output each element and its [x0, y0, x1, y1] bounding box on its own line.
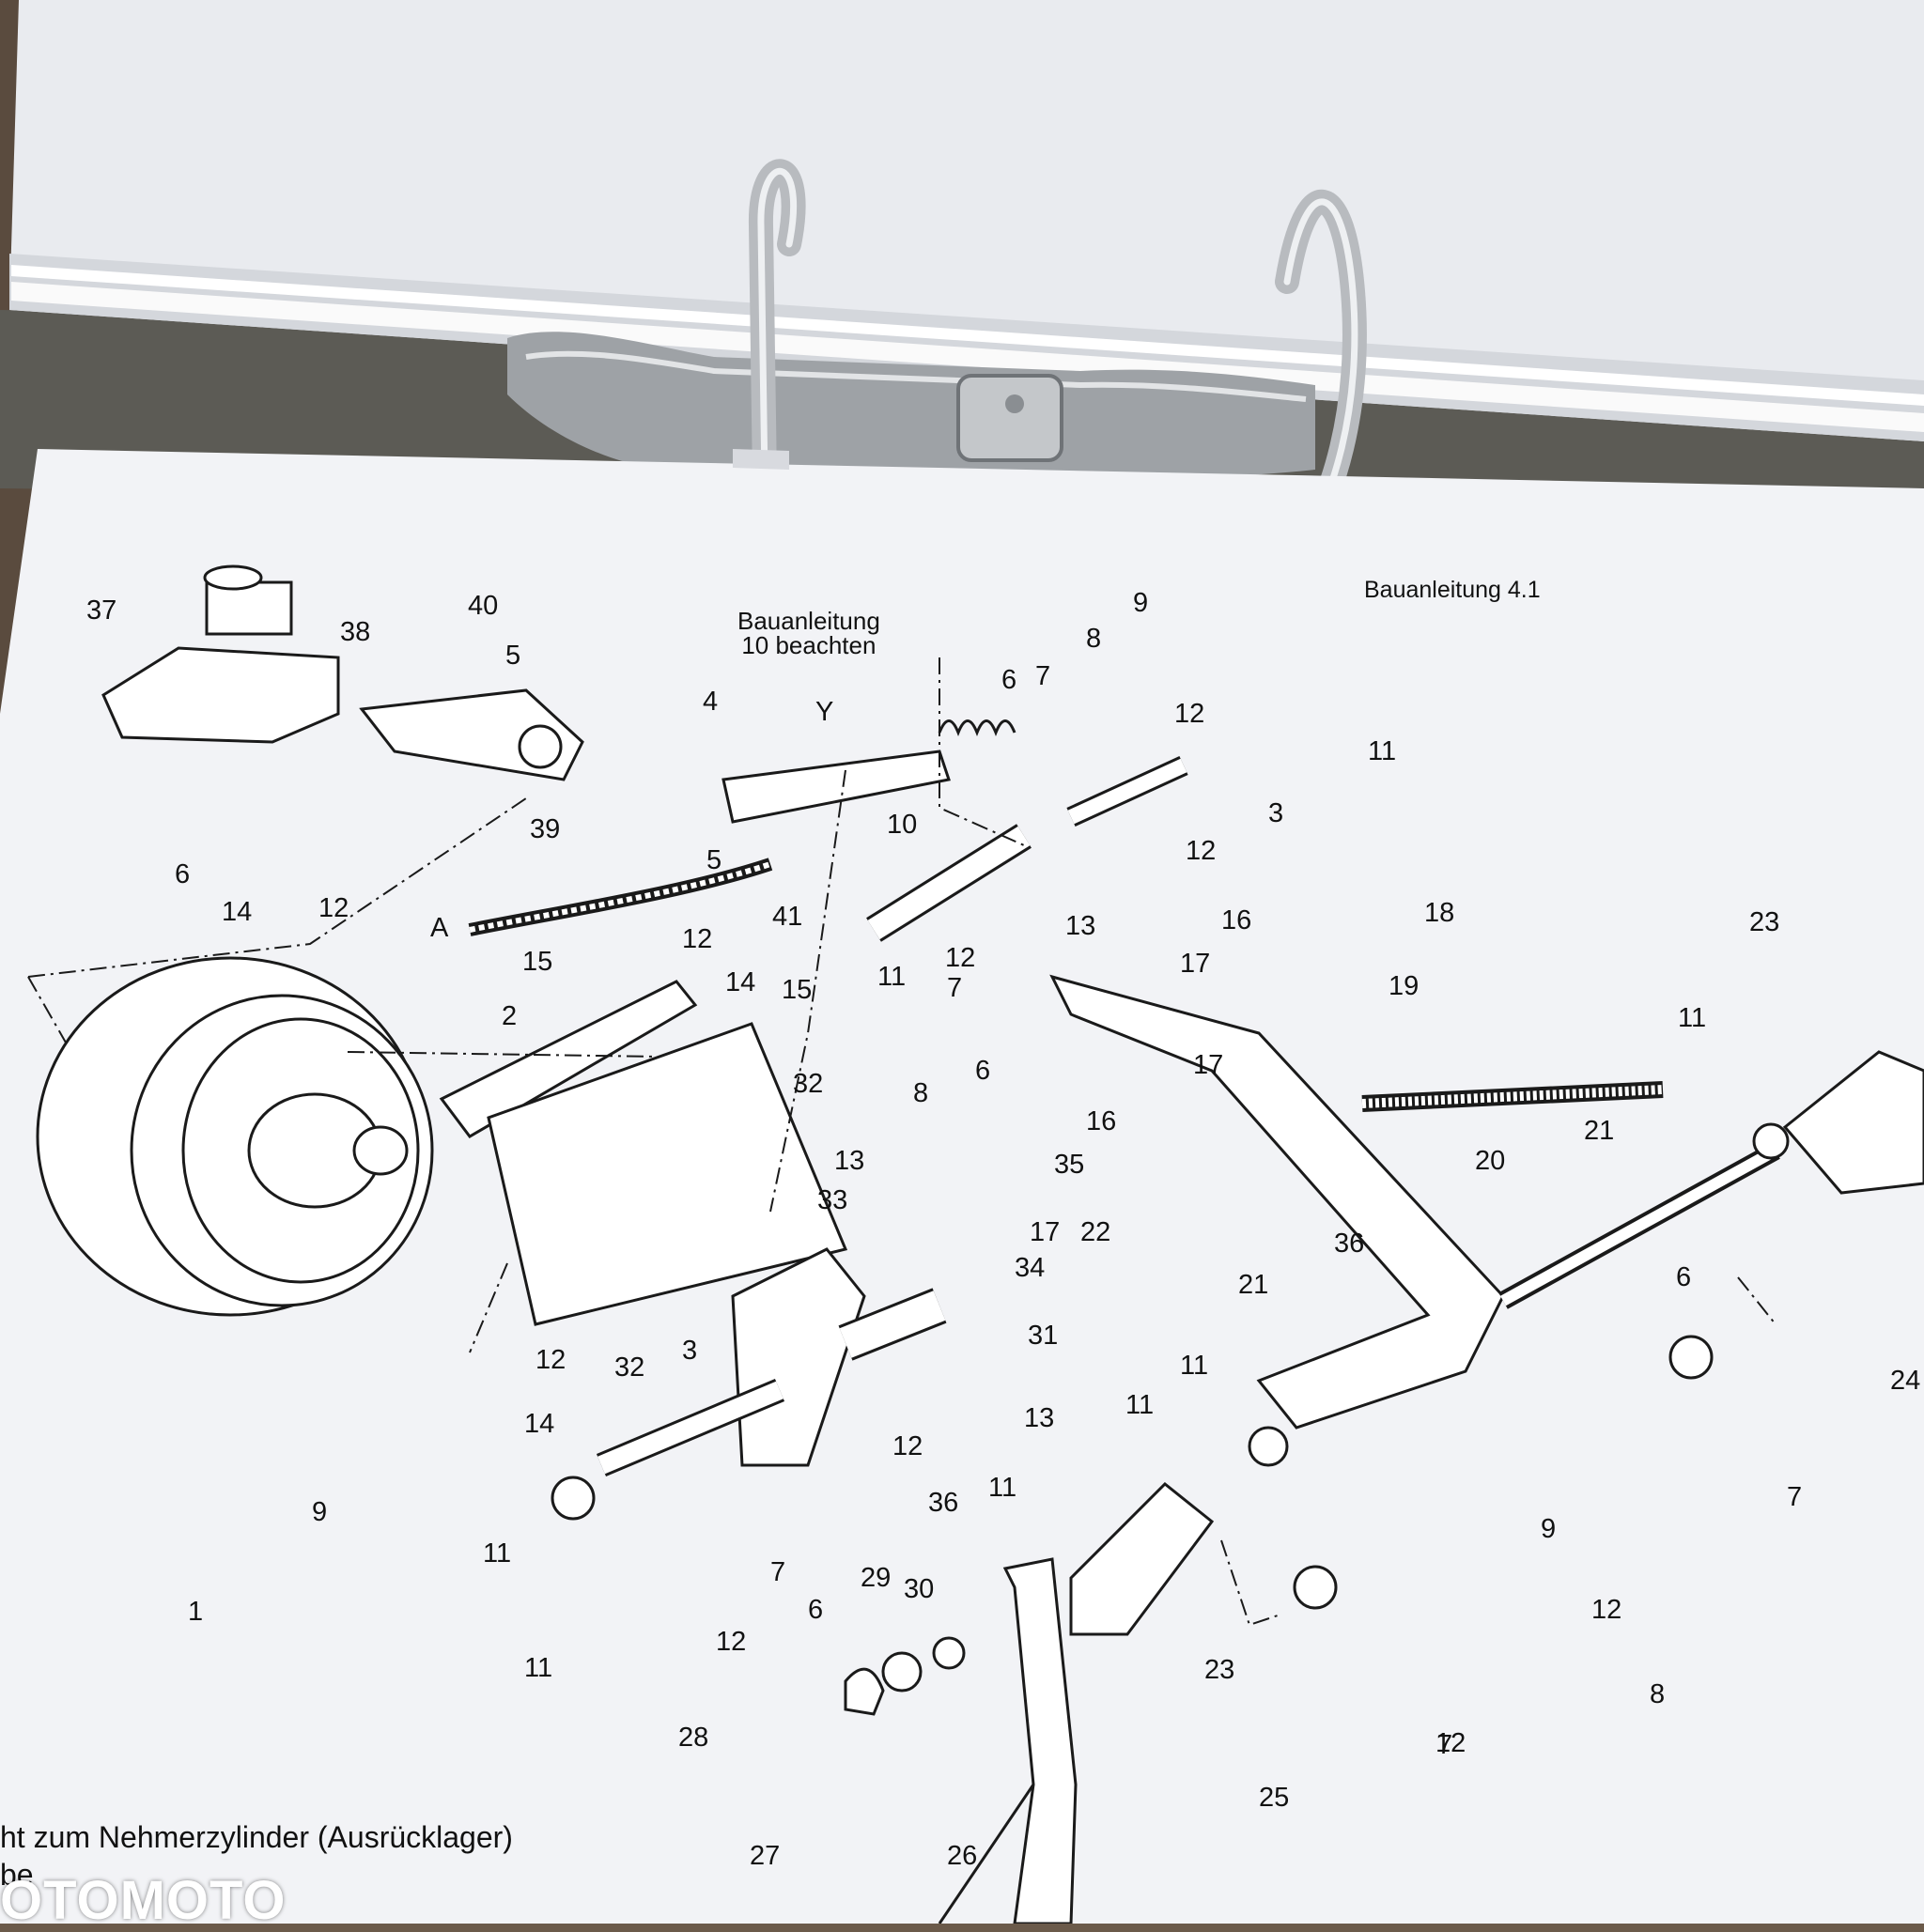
callout: 12	[535, 1345, 566, 1375]
callout: 13	[1065, 911, 1096, 941]
callout: 9	[1133, 588, 1149, 618]
callout: 12	[1435, 1728, 1466, 1758]
callout: 23	[1204, 1655, 1235, 1685]
callout: 37	[86, 595, 117, 626]
callout: 7	[947, 973, 963, 1003]
callout: 16	[1221, 905, 1252, 935]
callout: 29	[861, 1563, 892, 1593]
callout: 8	[913, 1078, 929, 1108]
callout: 26	[947, 1841, 978, 1871]
callout: 3	[1268, 798, 1284, 828]
callout: 20	[1475, 1146, 1506, 1176]
callout: 13	[834, 1146, 865, 1176]
callout: 41	[772, 902, 803, 932]
callout: 6	[175, 859, 191, 889]
callout: 7	[1035, 661, 1051, 691]
callout: 21	[1238, 1270, 1269, 1300]
callout: 28	[678, 1723, 709, 1753]
callout: 19	[1389, 971, 1420, 1001]
callout: 24	[1890, 1366, 1921, 1396]
diagram-page	[0, 449, 1924, 1924]
callout: 5	[505, 641, 521, 671]
callout: 12	[945, 943, 976, 973]
callout: 15	[522, 947, 553, 977]
exploded-parts-drawing	[27, 564, 1924, 1924]
callout: 6	[1001, 665, 1017, 695]
callout: 17	[1180, 949, 1211, 979]
callout: A	[430, 913, 449, 943]
callout: 30	[904, 1574, 935, 1604]
assembly-note: Bauanleitung 10 beachten	[737, 609, 880, 657]
callout: 11	[483, 1538, 512, 1569]
callout: 11	[1368, 736, 1397, 766]
callout: 13	[1024, 1403, 1055, 1433]
callout: 34	[1015, 1253, 1046, 1283]
callout: 14	[524, 1409, 555, 1439]
callout: 25	[1259, 1783, 1290, 1813]
callout: 12	[1174, 699, 1205, 729]
callout: 39	[530, 814, 561, 844]
callout: 3	[682, 1336, 698, 1366]
callout: 1	[188, 1597, 204, 1627]
callout: 17	[1030, 1217, 1061, 1247]
callout: 36	[928, 1488, 959, 1518]
callout: 12	[1591, 1595, 1622, 1625]
callout: 11	[1125, 1390, 1155, 1420]
page-holes-shadow	[733, 449, 789, 470]
callout: 40	[468, 591, 499, 621]
callout: 33	[817, 1185, 848, 1215]
callout: 8	[1650, 1679, 1666, 1709]
otomoto-watermark-logo: OTOMOTO	[0, 1870, 287, 1931]
callout: 14	[222, 897, 253, 927]
callout: 12	[682, 924, 713, 954]
callout: 9	[1541, 1514, 1557, 1544]
callout: 7	[770, 1557, 786, 1587]
callout: 7	[1437, 1730, 1453, 1760]
callout: 32	[793, 1069, 824, 1099]
callout: 15	[782, 975, 813, 1005]
callout: 11	[1678, 1003, 1707, 1033]
callout: 21	[1584, 1116, 1615, 1146]
callout: 14	[725, 967, 756, 997]
upper-page-stack	[9, 0, 1924, 441]
callout: 12	[1186, 836, 1217, 866]
callout: 11	[1180, 1351, 1209, 1381]
callout: 5	[706, 845, 722, 875]
callout: 31	[1028, 1321, 1059, 1351]
callout: 12	[892, 1431, 923, 1461]
callout: 9	[312, 1497, 328, 1527]
callout: 6	[808, 1595, 824, 1625]
callout: 35	[1054, 1150, 1085, 1180]
callout: 18	[1424, 898, 1455, 928]
assembly-note-line2: 10 beachten	[741, 631, 877, 659]
callout: 16	[1086, 1106, 1117, 1136]
callout: 11	[877, 962, 907, 992]
callout: 12	[318, 893, 349, 923]
callout: 6	[1676, 1262, 1692, 1292]
callout: 32	[614, 1352, 645, 1383]
callout: Y	[815, 697, 834, 727]
callout: 12	[716, 1627, 747, 1657]
assembly-note-line1: Bauanleitung	[737, 607, 880, 635]
callout: 10	[887, 810, 918, 840]
callout: 2	[502, 1001, 518, 1031]
callout: 6	[975, 1056, 991, 1086]
callout: 8	[1086, 624, 1102, 654]
figure-caption-line2: be	[0, 1858, 34, 1892]
callout: 38	[340, 617, 371, 647]
callout: 36	[1334, 1229, 1365, 1259]
callout: 4	[703, 687, 719, 717]
figure-caption-line1: ht zum Nehmerzylinder (Ausrücklager)	[0, 1820, 513, 1854]
callout: 11	[988, 1473, 1017, 1503]
callout: 17	[1193, 1050, 1224, 1080]
callout: 7	[1787, 1482, 1803, 1512]
callout: 27	[750, 1841, 781, 1871]
callout: 23	[1749, 907, 1780, 937]
header-reference: Bauanleitung 4.1	[1364, 577, 1541, 603]
callout: 11	[524, 1653, 553, 1683]
callout: 22	[1080, 1217, 1111, 1247]
